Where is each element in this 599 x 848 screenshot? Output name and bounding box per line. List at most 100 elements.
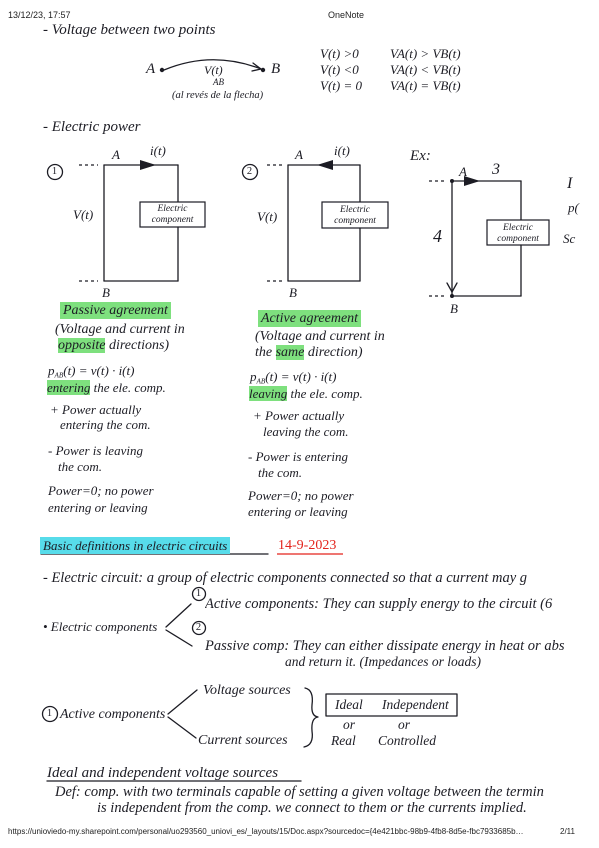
controlled-label: Controlled [378,733,437,748]
example-current-arrow [464,176,480,186]
active-components-label: Active components [60,707,166,722]
rule-condition: V(t) = 0 [320,78,362,93]
passive-zero-line-1: Power=0; no power [48,483,154,498]
ideal-independent-box [325,693,458,717]
passive-description-line-1: (Voltage and current in [55,322,185,337]
example-node-a: A [459,164,467,179]
diagram-2-voltage-label: V(t) [257,209,278,224]
component-label-line-1: Electric [339,205,371,215]
component-label-line-2: component [497,234,539,244]
passive-components-definition-line-2: and return it. (Impedances or loads) [285,654,481,669]
active-def-number: 1 [195,588,202,599]
active-def-number-circle [191,586,207,602]
active-formula-note-rest: the ele. comp. [287,386,363,401]
sources-brace [303,687,319,748]
real-label: Real [331,733,356,748]
node-a-dot [159,67,165,73]
passive-def-number-circle [191,620,207,636]
passive-positive-line-2: entering the com. [60,417,151,432]
components-branch-upper [165,603,192,628]
passive-description-line-2: opposite directions) [58,338,170,353]
electric-circuit-definition: - Electric circuit: a group of electric … [43,571,528,586]
diagram-1-voltage-label: V(t) [73,207,94,222]
example-component-box [486,219,550,246]
formula-subscript: AB [54,371,64,380]
example-node-b-dot [450,294,454,298]
active-negative-line-2: the com. [258,465,303,480]
or-right-label: or [398,717,411,732]
active-components-number: 1 [46,708,53,719]
print-datetime: 13/12/23, 17:57 [8,10,71,20]
diagram-2-current-arrow [317,160,333,170]
diagram-1-number: 1 [51,166,58,177]
active-negative-line-1: - Power is entering [248,449,349,464]
ideal-sources-title: Ideal and independent voltage sources [47,765,279,781]
diagram-1-component-label: Electric component [140,204,205,226]
definitions-date: 14-9-2023 [278,538,337,553]
voltage-subscript: AB [213,77,224,87]
passive-description-rest: directions) [105,338,170,353]
active-positive-line-1: + Power actually [253,408,345,423]
node-b-dot [260,67,266,73]
power-heading: - Electric power [43,119,141,135]
page-number: 2/11 [560,827,575,836]
passive-positive-line-1: + Power actually [50,402,142,417]
active-zero-line-2: entering or leaving [248,504,348,519]
formula-rest: (t) = v(t) · i(t) [63,363,135,378]
electric-components-label: • Electric components [43,619,158,634]
voltage-arc-arrowhead [251,62,262,72]
passive-zero-line-2: entering or leaving [48,500,148,515]
example-cut-text: I [567,175,573,192]
component-label-line-1: Electric [502,223,534,233]
voltage-sources-label: Voltage sources [203,683,291,698]
example-cut-text: p( [568,200,579,215]
passive-negative-line-2: the com. [58,459,103,474]
diagram-2-component-label: Electric component [322,205,388,227]
app-title: OneNote [328,10,365,20]
ideal-sources-definition-line-2: is independent from the comp. we connect… [97,801,527,816]
component-label-line-1: Electric [157,204,188,214]
ideal-sources-definition-line-1: Def: comp. with two terminals capable of… [55,785,544,800]
formula-p: p [250,369,257,384]
active-power-formula: pAB(t) = v(t) · i(t) [250,370,336,386]
ideal-label: Ideal [335,697,363,712]
voltage-node-b: B [271,61,281,77]
diagram-2-current-label: i(t) [334,143,350,158]
voltage-label: V(t) [204,63,223,77]
independent-label: Independent [382,697,449,712]
passive-agreement-title: Passive agreement [60,302,171,319]
rule-condition: V(t) <0 [320,62,359,77]
diagram-1-node-a: A [112,147,120,162]
sources-branch-lower [167,716,197,739]
formula-rest: (t) = v(t) · i(t) [265,369,337,384]
example-component-label: Electric component [487,223,549,245]
rule-result: VA(t) > VB(t) [390,46,461,61]
diagram-2-number-circle [241,163,259,181]
active-description-pre: the [255,345,276,360]
example-label: Ex: [410,148,431,164]
diagram-1-component-box [139,201,206,228]
page-source-url: https://unioviedo-my.sharepoint.com/pers… [8,828,524,836]
passive-formula-note: entering the ele. comp. [47,380,166,395]
highlight-same: same [275,345,305,360]
or-left-label: or [343,717,356,732]
diagram-1-number-circle [46,163,64,181]
voltage-heading: - Voltage between two points [43,22,216,38]
passive-agreement-highlight: Passive agreement [60,302,171,319]
rule-result: VA(t) < VB(t) [390,62,461,77]
rule-condition: V(t) >0 [320,46,359,61]
highlight-entering: entering [47,380,91,395]
active-agreement-title: Active agreement [258,310,362,327]
diagram-2-node-a: A [295,147,303,162]
example-cut-text: Sc [563,231,576,246]
active-description-line-1: (Voltage and current in [255,329,385,344]
active-components-number-circle [41,705,59,723]
diagram-2-number: 2 [246,166,253,177]
active-components-definition: Active components: They can supply energ… [205,597,553,612]
voltage-node-a: A [146,61,156,77]
active-description-line-2: the same direction) [255,345,363,360]
current-sources-label: Current sources [198,733,288,748]
active-formula-note: leaving the ele. comp. [249,386,363,401]
